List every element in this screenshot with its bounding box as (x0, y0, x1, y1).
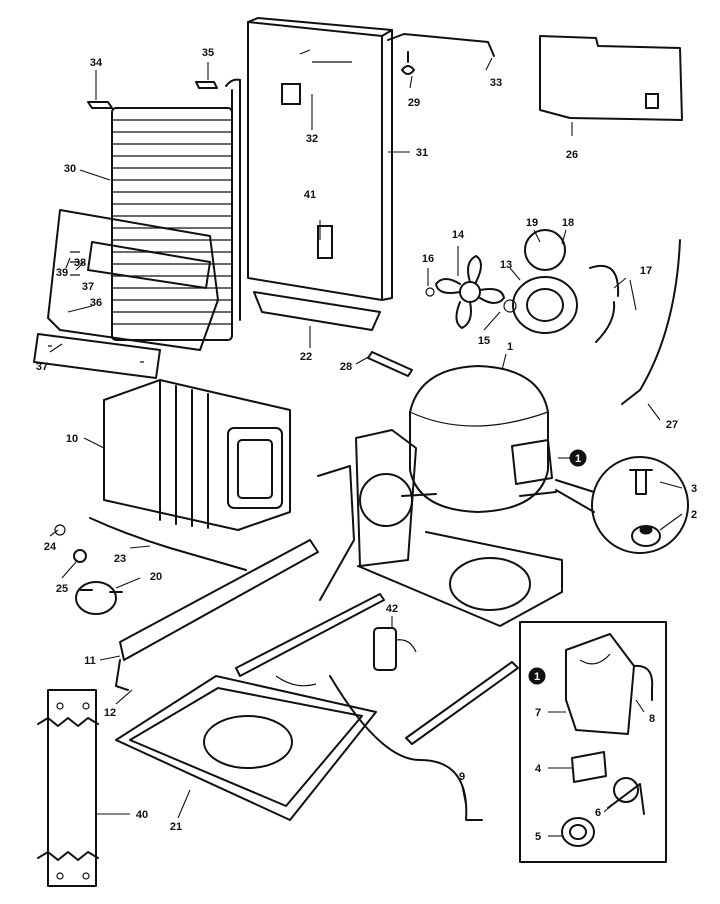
label-15: 15 (478, 335, 490, 347)
power-cord-9 (329, 675, 483, 821)
compressor (401, 365, 557, 513)
callout-marker-inset-label: 1 (534, 671, 540, 683)
label-40: 40 (136, 809, 148, 821)
label-31: 31 (416, 147, 428, 159)
label-24: 24 (44, 541, 57, 553)
label-7: 7 (535, 707, 541, 719)
timer-20 (75, 581, 123, 615)
label-22: 22 (300, 351, 312, 363)
grommet-25 (73, 549, 87, 563)
fan-motor (512, 229, 620, 343)
tube-33 (387, 33, 495, 57)
evaporator-housing (103, 379, 291, 531)
label-5: 5 (535, 831, 541, 843)
label-8: 8 (649, 713, 655, 725)
label-9: 9 (459, 771, 465, 783)
drain-trough-37 (33, 333, 161, 379)
back-panel (247, 17, 393, 301)
coil-clip-top (195, 81, 218, 89)
fan-shroud (47, 209, 219, 351)
label-19: 19 (526, 217, 538, 229)
label-6: 6 (595, 807, 601, 819)
drain-pan-22 (253, 291, 381, 331)
coil-clip (87, 101, 113, 109)
mounting-strip-40 (37, 689, 99, 887)
label-29: 29 (408, 97, 420, 109)
label-17: 17 (640, 265, 652, 277)
grommet-detail (555, 456, 689, 554)
label-41: 41 (304, 189, 316, 201)
label-30: 30 (64, 163, 76, 175)
label-10: 10 (66, 433, 78, 445)
label-37-lower: 37 (36, 361, 48, 373)
drain-pan-21 (115, 675, 377, 821)
sensor-29 (401, 51, 415, 75)
tube-27 (621, 239, 681, 405)
label-28: 28 (340, 361, 352, 373)
label-35: 35 (202, 47, 214, 59)
washer-16 (425, 287, 435, 297)
label-4: 4 (535, 763, 542, 775)
callout-marker-main-label: 1 (575, 453, 581, 465)
leader-lines (49, 57, 683, 837)
rail-11 (115, 539, 319, 691)
label-39: 39 (56, 267, 68, 279)
label-14: 14 (452, 229, 465, 241)
control-box (539, 35, 683, 121)
label-23: 23 (114, 553, 126, 565)
label-25: 25 (56, 583, 68, 595)
base-frame (317, 429, 563, 627)
fan-blade (435, 255, 505, 329)
label-21: 21 (170, 821, 182, 833)
label-20: 20 (150, 571, 162, 583)
label-27: 27 (666, 419, 678, 431)
label-36: 36 (90, 297, 102, 309)
tube-23 (89, 517, 247, 571)
rod-lower (235, 593, 385, 677)
label-13: 13 (500, 259, 512, 271)
label-37-upper: 37 (82, 281, 94, 293)
label-26: 26 (566, 149, 578, 161)
label-12: 12 (104, 707, 116, 719)
drier-28 (367, 351, 413, 377)
washer-15 (503, 299, 517, 313)
label-32: 32 (306, 133, 318, 145)
label-38: 38 (74, 257, 86, 269)
label-18: 18 (562, 217, 574, 229)
tube-rod (405, 661, 519, 745)
clip-24 (54, 524, 66, 536)
relay-inset: 1 (519, 621, 667, 863)
label-1: 1 (507, 341, 513, 353)
label-16: 16 (422, 253, 434, 265)
capacitor-42 (373, 627, 417, 671)
condenser-coil (111, 78, 241, 341)
label-3: 3 (691, 483, 697, 495)
callout-marker-main: 1 (558, 449, 587, 467)
label-33: 33 (490, 77, 502, 89)
label-34: 34 (90, 57, 103, 69)
label-42: 42 (386, 603, 398, 615)
label-2: 2 (691, 509, 697, 521)
part-labels: 34 35 30 32 31 41 22 33 29 26 14 16 13 1… (36, 47, 697, 843)
label-11: 11 (84, 655, 96, 667)
